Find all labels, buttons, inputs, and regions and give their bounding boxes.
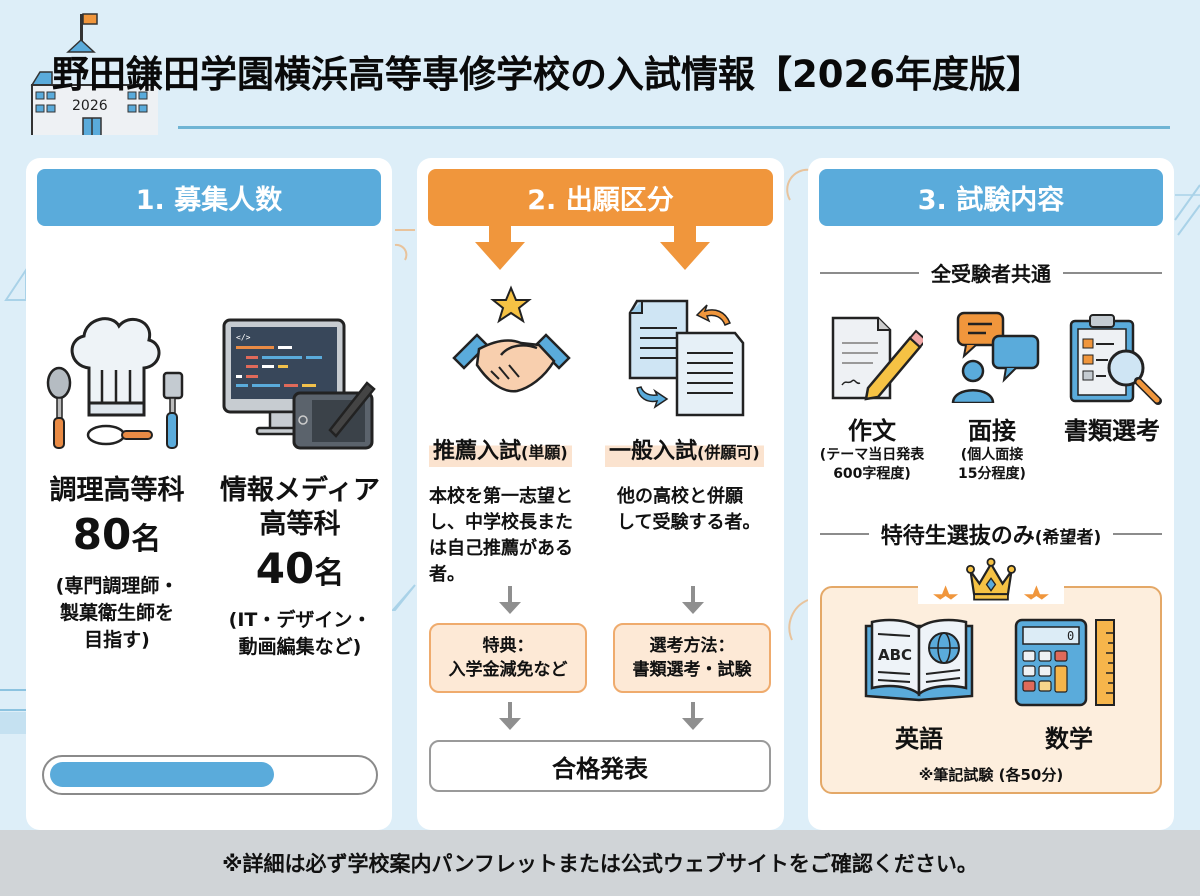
arrow-down-icon: [499, 586, 521, 614]
dept-capacity: 80名: [72, 510, 162, 559]
split-arrows-icon: [475, 218, 710, 270]
exam-math: 数学: [1045, 725, 1093, 753]
benefit-box: 特典： 入学金減免など: [429, 623, 587, 693]
common-divider: 全受験者共通: [820, 258, 1162, 287]
documents-exchange-icon: [628, 299, 745, 417]
section-heading: 1. 募集人数: [37, 169, 381, 226]
computer-pen-tablet-icon: </>: [222, 318, 376, 450]
result-announcement-box: 合格発表: [429, 740, 771, 792]
section-exam-content: 3. 試験内容 全受験者共通 作文: [808, 158, 1174, 830]
svg-text:</>: </>: [236, 333, 251, 342]
title-underline: [178, 126, 1170, 129]
chef-hat-utensils-icon: [46, 317, 184, 449]
svg-text:0: 0: [1067, 629, 1074, 643]
dept-note: (IT・デザイン・ 動画編集など): [228, 609, 372, 658]
exam-english: 英語: [895, 725, 943, 753]
progress-fill: [50, 762, 274, 787]
route-title-general: 一般入試(併願可): [605, 431, 764, 467]
interview-speech-icon: [951, 311, 1040, 403]
arrow-down-icon: [682, 702, 704, 730]
header: 2026 野田鎌田学園横浜高等専修学校の入試情報【2026年度版】: [0, 0, 1200, 150]
page-title: 野田鎌田学園横浜高等専修学校の入試情報【2026年度版】: [52, 53, 1043, 96]
arrow-down-icon: [682, 586, 704, 614]
exam-interview: 面接 (個人面接 15分程度): [958, 417, 1026, 482]
section-heading: 3. 試験内容: [819, 169, 1163, 226]
dept-name: 情報メディア 高等科: [219, 475, 381, 540]
route-desc-general: 他の高校と併願 して受験する者。: [617, 486, 761, 533]
english-book-icon: ABC: [864, 618, 974, 702]
footer-note: ※詳細は必ず学校案内パンフレットまたは公式ウェブサイトをご確認ください。: [0, 830, 1200, 896]
selection-method-box: 選考方法： 書類選考・試験: [613, 623, 771, 693]
section-heading: 2. 出願区分: [428, 169, 773, 226]
svg-text:2026: 2026: [72, 98, 108, 114]
arrow-down-icon: [499, 702, 521, 730]
crown-stars-icon: [918, 556, 1064, 604]
special-divider: 特待生選抜のみ(希望者): [820, 518, 1162, 550]
special-exam-box: ABC 0: [820, 586, 1162, 794]
dept-capacity: 40名: [255, 544, 345, 593]
svg-text:ABC: ABC: [878, 646, 912, 664]
school-building-icon: 2026: [30, 13, 158, 135]
clipboard-magnifier-icon: [1069, 314, 1162, 405]
exam-essay: 作文 (テーマ当日発表 600字程度): [819, 417, 925, 482]
route-title-recommendation: 推薦入試(単願): [429, 431, 572, 467]
exam-document-review: 書類選考: [1064, 417, 1160, 445]
section-application-types: 2. 出願区分 推薦入試(単願) 一般入試(併願可) 本校を第: [417, 158, 784, 830]
dept-info-media: 情報メディア 高等科 40名 (IT・デザイン・ 動画編集など): [212, 474, 388, 661]
handshake-star-icon: [452, 285, 571, 393]
written-exam-note: ※筆記試験 (各50分): [918, 766, 1064, 784]
route-desc-recommendation: 本校を第一志望と し、中学校長また は自己推薦がある 者。: [429, 486, 573, 585]
section-recruitment: 1. 募集人数 </> 調理高等科 80名 (専門調理師・: [26, 158, 392, 830]
dept-cooking: 調理高等科 80名 (専門調理師・ 製菓衛生師を 目指す): [32, 474, 202, 654]
dept-note: (専門調理師・ 製菓衛生師を 目指す): [55, 575, 179, 651]
essay-pencil-icon: [831, 316, 923, 401]
dept-name: 調理高等科: [49, 475, 185, 506]
progress-bar: [42, 755, 378, 795]
calculator-ruler-icon: 0: [1014, 618, 1115, 707]
